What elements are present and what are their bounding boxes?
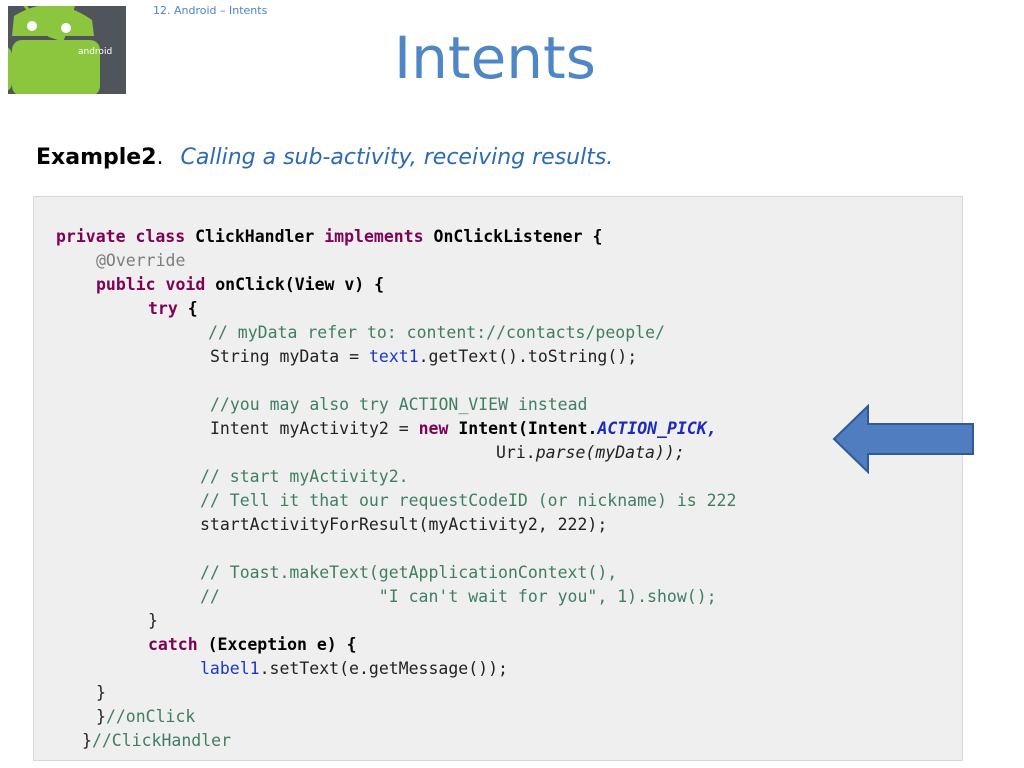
code-line-1: private class ClickHandler implements On… [56, 227, 603, 246]
code-line-19: }//onClick [96, 707, 196, 726]
code-line-17: label1.setText(e.getMessage()); [200, 659, 508, 678]
code-line-13: // Toast.makeText(getApplicationContext(… [200, 563, 618, 582]
example-label: Example2 [36, 145, 157, 170]
code-line-5: // myData refer to: content://contacts/p… [208, 323, 665, 342]
code-line-7: //you may also try ACTION_VIEW instead [210, 395, 588, 414]
code-line-2: @Override [96, 251, 186, 270]
code-line-11: // Tell it that our requestCodeID (or ni… [200, 491, 737, 510]
android-robot-icon: android [8, 6, 126, 94]
example-description: Calling a sub-activity, receiving result… [180, 145, 614, 170]
code-line-10: // start myActivity2. [200, 467, 409, 486]
page-title: Intents [393, 24, 596, 92]
android-logo: android [8, 6, 126, 94]
example-heading: Example2. Calling a sub-activity, receiv… [36, 145, 613, 170]
breadcrumb: 12. Android – Intents [153, 4, 268, 17]
code-line-20: }//ClickHandler [82, 731, 232, 750]
code-line-16: catch (Exception e) { [148, 635, 357, 654]
code-line-6: String myData = text1.getText().toString… [210, 347, 638, 366]
code-line-15: } [148, 611, 158, 630]
logo-text: android [78, 47, 112, 57]
code-line-8: Intent myActivity2 = new Intent(Intent.A… [210, 419, 717, 438]
left-arrow-icon [832, 404, 974, 474]
code-line-3: public void onClick(View v) { [96, 275, 385, 294]
code-line-9: Uri.parse(myData)); [496, 443, 685, 462]
code-block: private class ClickHandler implements On… [33, 196, 963, 761]
example-separator: . [156, 145, 164, 170]
code-line-12: startActivityForResult(myActivity2, 222)… [200, 515, 608, 534]
code-line-18: } [96, 683, 106, 702]
code-line-14: // "I can't wait for you", 1).show(); [200, 587, 717, 606]
code-line-4: try { [148, 299, 198, 318]
